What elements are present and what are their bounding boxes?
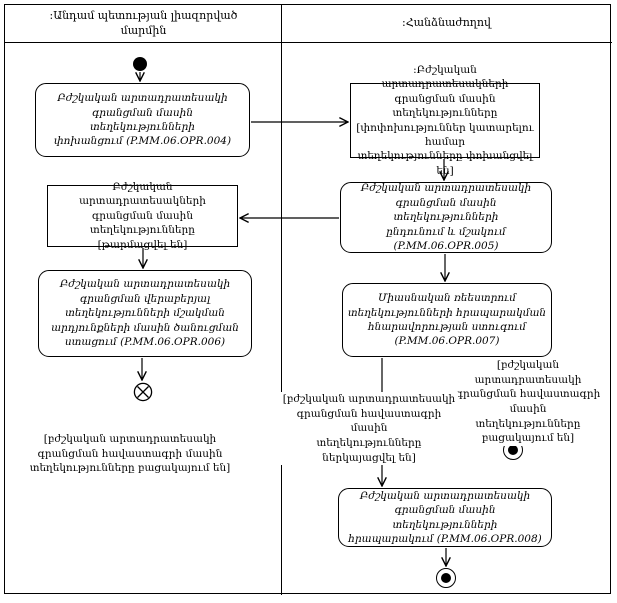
activity-opr005: Բժշկական արտադրատեսակի գրանցման մասին տե… (340, 182, 552, 253)
swimlane-divider (281, 4, 282, 595)
swimlane-header-commission: :Հանձնաժողով (402, 16, 491, 30)
guard-certificate-submitted: [բժշկական արտադրատեսակի գրանցման հավաստա… (280, 392, 458, 466)
diagram-frame (4, 4, 611, 594)
guard-certificate-absent-left: [բժշկական արտադրատեսակի գրանցման հավաստա… (25, 432, 235, 477)
header-separator (4, 42, 612, 43)
activity-final-dot (508, 445, 518, 455)
guard-certificate-absent-right: [բժշկական արտադրատեսակի գրանցման հավաստա… (446, 358, 610, 447)
swimlane-header-authorized-body: :Անդամ պետության լիազորված մարմին (49, 8, 238, 37)
object-info-transferred: :Բժշկական արտադրատեսակների գրանցման մասի… (350, 64, 540, 177)
activity-opr007: Միասնական ռեեստրում տեղեկությունների հրա… (342, 283, 552, 357)
object-info-updated: Բժշկական արտադրատեսակների գրանցման մասին… (47, 181, 238, 251)
activity-final-icon (436, 568, 456, 588)
flow-final-icon (133, 382, 153, 402)
activity-opr006: Բժշկական արտադրատեսակի գրանցման վերաբերյ… (38, 270, 252, 357)
activity-opr008: Բժշկական արտադրատեսակի գրանցման մասին տե… (338, 488, 552, 547)
initial-node-icon (133, 57, 147, 71)
activity-opr004: Բժշկական արտադրատեսակի գրանցման մասին տե… (35, 83, 250, 157)
activity-final-dot (441, 573, 451, 583)
